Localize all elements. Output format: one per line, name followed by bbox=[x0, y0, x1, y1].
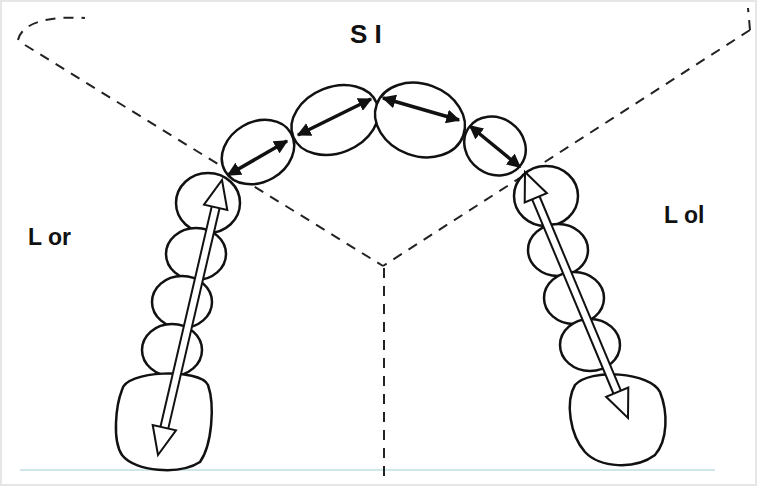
segment-label: L or bbox=[28, 225, 71, 250]
segment-label: S I bbox=[350, 20, 382, 49]
segment-arrows bbox=[153, 172, 629, 455]
bottom-rule bbox=[20, 469, 715, 471]
teeth bbox=[116, 70, 666, 470]
segment-dividers bbox=[18, 8, 750, 482]
incisor-arrows bbox=[228, 98, 520, 175]
segment-label: L ol bbox=[664, 203, 704, 228]
